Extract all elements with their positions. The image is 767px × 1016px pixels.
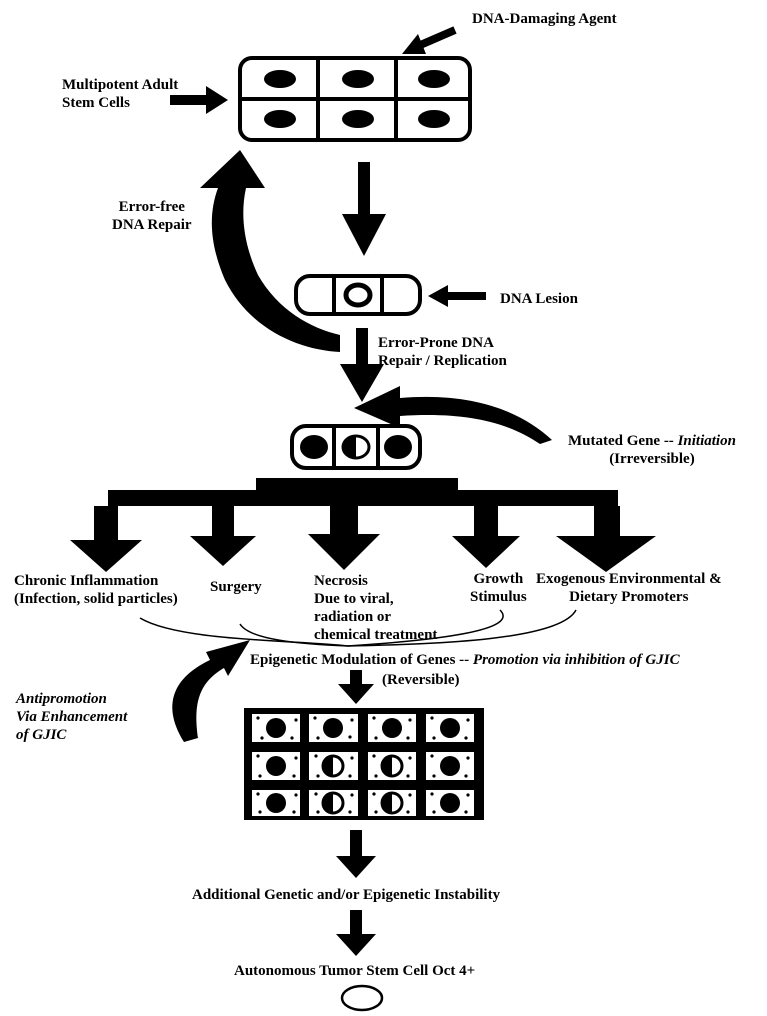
- stem-cells-label-line1: Multipotent Adult: [62, 77, 179, 93]
- necrosis-line3: radiation or: [314, 609, 392, 625]
- mutated-gene-initiation: Initiation: [677, 433, 736, 449]
- antipromotion-line3: of GJIC: [16, 727, 67, 743]
- necrosis-line1: Necrosis: [314, 573, 368, 589]
- error-free-label: Error-free DNA Repair: [112, 198, 192, 234]
- antipromotion-arrow: [172, 640, 250, 742]
- additional-instability-label: Additional Genetic and/or Epigenetic Ins…: [192, 887, 501, 903]
- growth-stimulus-label: Growth Stimulus: [470, 570, 527, 606]
- chronic-inflammation-label: Chronic Inflammation (Infection, solid p…: [14, 572, 178, 608]
- epigenetic-modulation-label: Epigenetic Modulation of Genes -- Promot…: [250, 651, 680, 669]
- mutated-gene-prefix: Mutated Gene --: [568, 433, 678, 449]
- mutated-gene-label-line2: (Irreversible): [609, 451, 695, 467]
- necrosis-line2: Due to viral,: [314, 591, 394, 607]
- promoter-bracket-curves: [139, 609, 577, 647]
- promoter-branch-arrows: [70, 478, 656, 572]
- epigenetic-modulation-prefix: Epigenetic Modulation of Genes --: [250, 652, 473, 668]
- error-free-label-line2: DNA Repair: [112, 217, 192, 233]
- down-arrow-3: [338, 670, 374, 704]
- error-prone-label: Error-Prone DNA Repair / Replication: [378, 334, 507, 370]
- necrosis-label: Necrosis Due to viral, radiation or chem…: [314, 572, 437, 644]
- mutated-gene-label: Mutated Gene -- Initiation (Irreversible…: [568, 432, 736, 468]
- error-prone-label-line1: Error-Prone DNA: [378, 335, 494, 351]
- stem-cells-label: Multipotent Adult Stem Cells: [62, 76, 178, 112]
- down-arrow-4: [336, 830, 376, 878]
- chronic-inflammation-line1: Chronic Inflammation: [14, 573, 159, 589]
- error-free-repair-arrow: [200, 150, 340, 352]
- antipromotion-line1: Antipromotion: [16, 691, 107, 707]
- mutated-gene-cell: [290, 424, 422, 470]
- exogenous-promoters-label: Exogenous Environmental & Dietary Promot…: [536, 570, 722, 606]
- surgery-label: Surgery: [210, 579, 262, 595]
- down-arrow-2: [340, 328, 384, 402]
- dna-lesion-label: DNA Lesion: [500, 291, 578, 307]
- antipromotion-line2: Via Enhancement: [16, 709, 128, 725]
- autonomous-tumor-label: Autonomous Tumor Stem Cell Oct 4+: [234, 963, 476, 979]
- promoted-cell-grid: [244, 708, 484, 820]
- down-arrow-5: [336, 910, 376, 956]
- stem-cells-label-line2: Stem Cells: [62, 95, 130, 111]
- exogenous-promoters-line1: Exogenous Environmental &: [536, 571, 722, 587]
- reversible-label: (Reversible): [382, 672, 460, 688]
- exogenous-promoters-line2: Dietary Promoters: [569, 589, 689, 605]
- tumor-stem-cell: [340, 984, 384, 1012]
- dna-damaging-agent-label: DNA-Damaging Agent: [472, 11, 617, 27]
- antipromotion-label: Antipromotion Via Enhancement of GJIC: [16, 690, 127, 744]
- chronic-inflammation-line2: (Infection, solid particles): [14, 591, 178, 607]
- necrosis-line4: chemical treatment: [314, 627, 438, 643]
- growth-stimulus-line1: Growth: [473, 571, 524, 587]
- epigenetic-modulation-italic: Promotion via inhibition of GJIC: [472, 652, 680, 668]
- stem-cell-block: [238, 56, 472, 142]
- down-arrow-1: [342, 162, 386, 256]
- initiation-arrow: [354, 386, 552, 444]
- dna-damaging-agent-arrow: [402, 26, 457, 54]
- growth-stimulus-line2: Stimulus: [470, 589, 527, 605]
- dna-lesion-arrow: [428, 285, 486, 307]
- error-prone-label-line2: Repair / Replication: [378, 353, 507, 369]
- stem-cells-arrow: [170, 86, 228, 114]
- error-free-label-line1: Error-free: [118, 199, 185, 215]
- mutated-gene-label-line1: Mutated Gene -- Initiation: [568, 432, 736, 450]
- dna-lesion-cell: [294, 274, 422, 316]
